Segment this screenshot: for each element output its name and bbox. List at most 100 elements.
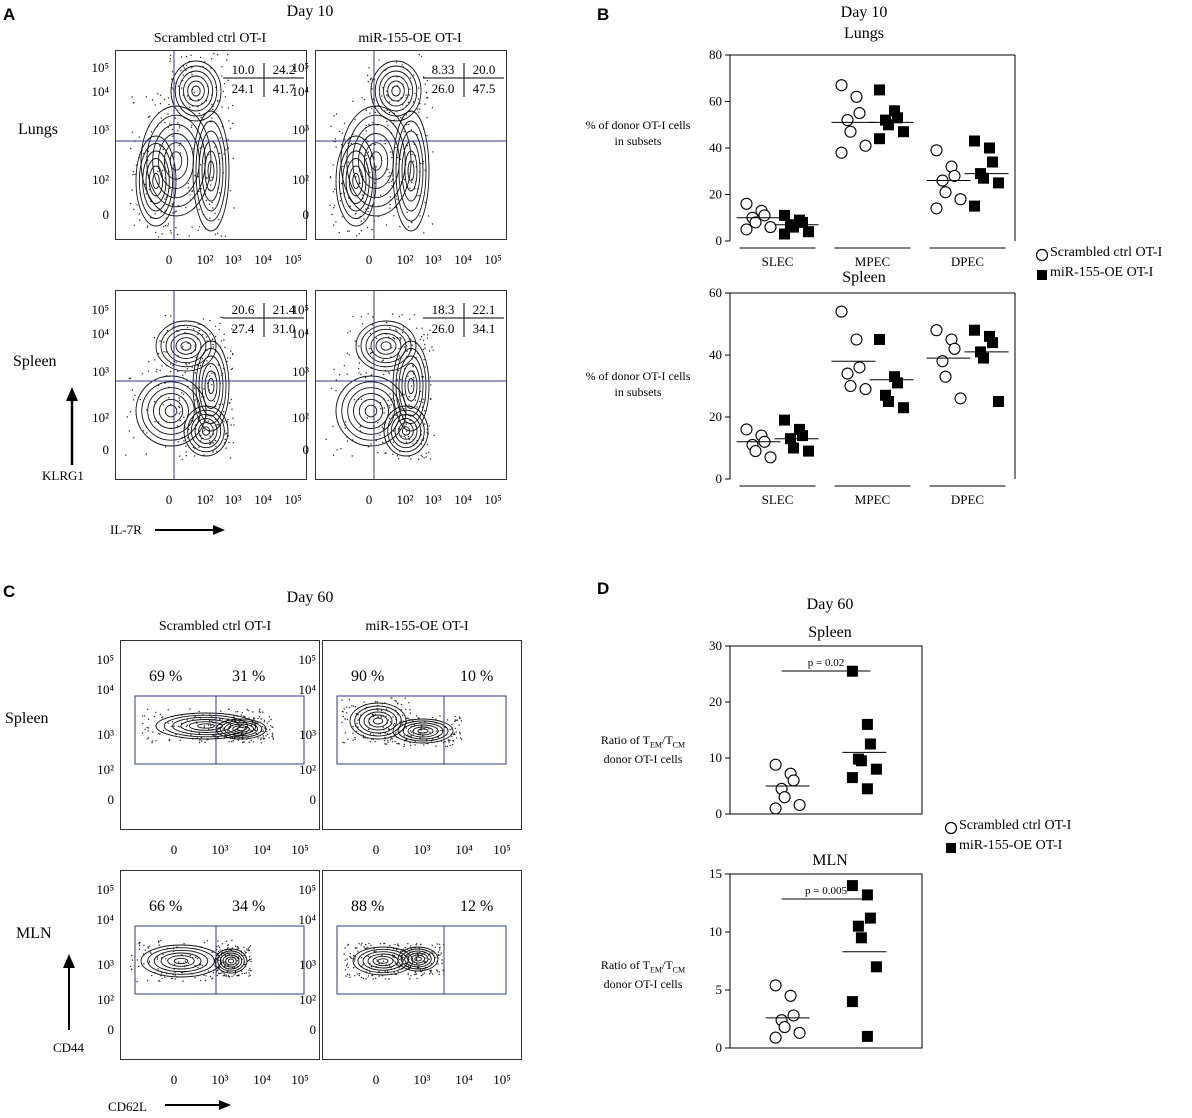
event-dot — [400, 117, 402, 119]
event-dot — [423, 76, 425, 78]
event-dot — [392, 724, 395, 726]
chart-title: Lungs — [844, 25, 884, 42]
event-dot — [272, 734, 274, 736]
event-dot — [146, 409, 148, 411]
event-dot — [344, 138, 346, 140]
event-dot — [247, 949, 249, 952]
event-dot — [205, 176, 207, 179]
event-dot — [216, 974, 219, 977]
event-dot — [346, 973, 349, 976]
event-dot — [182, 393, 185, 395]
quadrant-value: 18.3 — [431, 302, 455, 317]
event-dot — [361, 957, 363, 959]
event-dot — [346, 440, 349, 442]
event-dot — [348, 230, 350, 232]
gate-percent: 90 % — [351, 668, 385, 685]
p-value-label: p = 0.005 — [805, 885, 847, 897]
event-dot — [147, 947, 149, 949]
event-dot — [421, 953, 423, 956]
event-dot — [383, 740, 386, 742]
event-dot — [212, 977, 214, 979]
event-dot — [416, 406, 418, 408]
event-dot — [250, 729, 252, 731]
event-dot — [209, 184, 212, 186]
event-dot — [350, 957, 352, 959]
flow-plot: 90 %10 % — [322, 640, 522, 830]
y-tick-label: 0 — [102, 207, 110, 222]
contour-line — [192, 110, 230, 232]
event-dot — [332, 164, 334, 166]
event-dot — [348, 699, 351, 701]
data-point-open — [749, 216, 762, 229]
event-dot — [344, 732, 346, 734]
event-dot — [269, 728, 271, 731]
event-dot — [346, 230, 349, 232]
event-dot — [241, 973, 243, 975]
event-dot — [350, 142, 353, 145]
contour-line — [375, 337, 397, 355]
event-dot — [198, 208, 200, 211]
event-dot — [395, 700, 397, 703]
event-dot — [459, 731, 461, 734]
event-dot — [177, 130, 179, 132]
event-dot — [361, 194, 363, 196]
event-dot — [426, 135, 428, 137]
event-dot — [186, 724, 189, 726]
event-dot — [260, 737, 262, 739]
event-dot — [167, 709, 169, 711]
event-dot — [357, 719, 359, 721]
event-dot — [181, 971, 184, 974]
event-dot — [432, 349, 434, 351]
contour-line — [401, 426, 411, 436]
event-dot — [199, 364, 202, 367]
event-dot — [161, 717, 163, 719]
event-dot — [410, 129, 413, 131]
contour-line — [170, 333, 202, 359]
x-tick-label: 10⁴ — [455, 842, 473, 857]
data-point-filled — [861, 1030, 873, 1042]
event-dot — [352, 732, 354, 734]
event-dot — [399, 958, 401, 961]
event-dot — [254, 721, 256, 723]
event-dot — [352, 739, 354, 741]
event-dot — [225, 447, 227, 449]
contour-line — [204, 150, 218, 192]
quadrant-value: 21.4 — [272, 302, 296, 317]
x-tick-label: 10² — [196, 252, 214, 267]
event-dot — [340, 448, 342, 450]
event-dot — [403, 735, 405, 737]
event-dot — [419, 102, 421, 105]
event-dot — [404, 697, 406, 699]
event-dot — [220, 710, 222, 712]
event-dot — [209, 975, 212, 978]
event-dot — [154, 420, 156, 423]
event-dot — [439, 946, 441, 949]
event-dot — [380, 709, 383, 712]
contour-line — [152, 173, 160, 189]
flow-plot-svg — [316, 51, 506, 239]
event-dot — [179, 127, 181, 129]
contour-line — [160, 324, 212, 368]
event-dot — [211, 176, 213, 178]
event-dot — [343, 708, 345, 710]
event-dot — [341, 132, 344, 134]
event-dot — [185, 69, 187, 71]
gate-percent: 12 % — [460, 898, 494, 915]
event-dot — [250, 960, 252, 963]
event-dot — [384, 143, 386, 145]
event-dot — [179, 152, 182, 154]
event-dot — [178, 144, 180, 147]
event-dot — [214, 233, 217, 235]
event-dot — [257, 737, 259, 739]
event-dot — [405, 114, 408, 116]
data-point-filled — [846, 772, 858, 784]
data-point-open — [844, 379, 857, 393]
event-dot — [147, 730, 149, 732]
event-dot — [417, 87, 420, 89]
event-dot — [403, 179, 406, 181]
event-dot — [222, 403, 224, 405]
event-dot — [381, 954, 383, 956]
event-dot — [200, 187, 202, 190]
y-tick-label: 0 — [716, 233, 723, 248]
data-point-filled — [779, 414, 790, 426]
